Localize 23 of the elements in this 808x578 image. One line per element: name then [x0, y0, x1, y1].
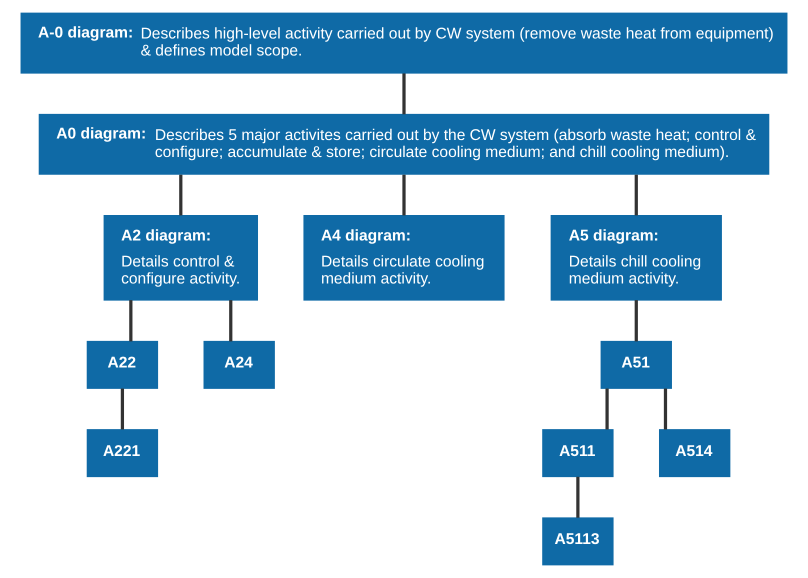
connector: [229, 300, 232, 342]
connector: [402, 73, 406, 114]
connector: [605, 388, 609, 430]
connector: [634, 174, 638, 216]
node-box: A5113: [542, 517, 614, 566]
node-box: A514: [659, 429, 730, 478]
node-box: A22: [86, 340, 158, 389]
connector: [576, 476, 580, 518]
connector: [664, 388, 668, 430]
connector: [179, 174, 182, 216]
connector: [120, 388, 124, 430]
node-box: A221: [86, 429, 158, 478]
node-box: A5 diagram: Details chill cooling medium activity.: [550, 215, 722, 301]
connector: [129, 300, 132, 342]
node-box: A0 diagram: Describes 5 major activites carried out by the CW system (absorb waste heat; control & configure; accumulate & store; circulate cooling medium; and chill cooling medium).: [38, 114, 770, 175]
connector: [634, 300, 638, 342]
node-box: A4 diagram: Details circulate cooling medium activity.: [303, 215, 505, 301]
node-box: A2 diagram: Details control & configure activity.: [104, 215, 258, 301]
connector: [402, 174, 406, 216]
node-box: A511: [542, 429, 614, 478]
node-box: A24: [204, 340, 275, 389]
node-box: A51: [600, 340, 672, 389]
node-box: A-0 diagram: Describes high-level activity carried out by CW system (remove waste heat from equipment) & defines model scope.: [20, 12, 788, 74]
